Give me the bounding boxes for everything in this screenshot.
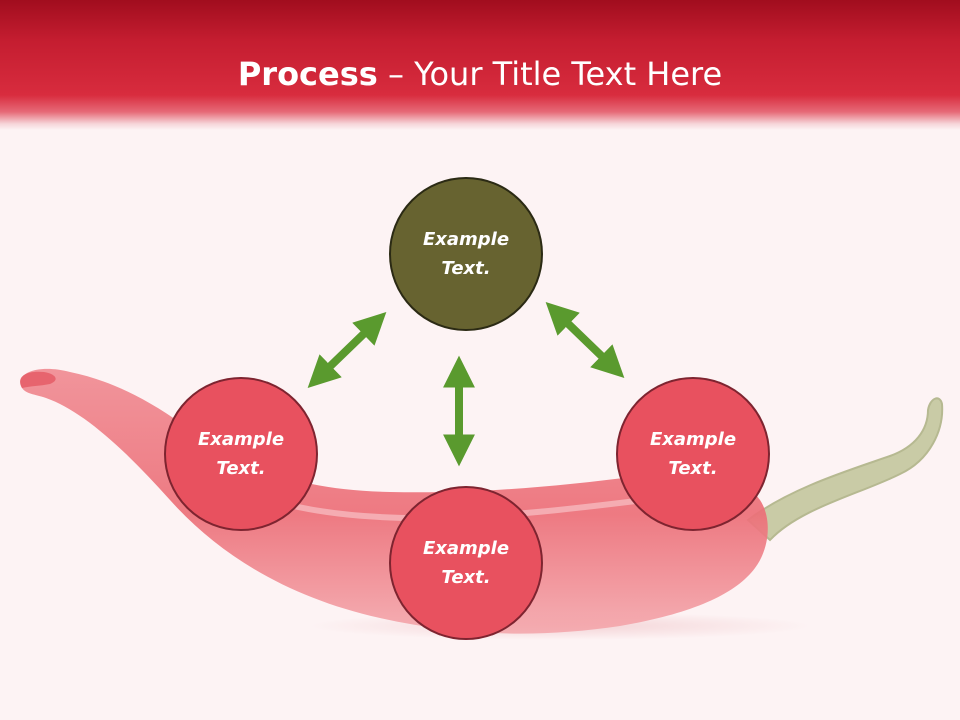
title-rest: – Your Title Text Here bbox=[377, 55, 723, 93]
node-left-label: Example Text. bbox=[197, 429, 285, 479]
node-right-label: Example Text. bbox=[649, 429, 737, 479]
node-bottom[interactable]: Example Text. bbox=[389, 486, 543, 640]
node-right[interactable]: Example Text. bbox=[616, 377, 770, 531]
node-bottom-label: Example Text. bbox=[422, 538, 510, 588]
title-bold-part: Process bbox=[237, 55, 378, 93]
header-band bbox=[0, 0, 960, 130]
slide-title[interactable]: Process – Your Title Text Here bbox=[0, 50, 960, 98]
arrow-top-left bbox=[307, 311, 387, 389]
node-top[interactable]: Example Text. bbox=[389, 177, 543, 331]
node-left[interactable]: Example Text. bbox=[164, 377, 318, 531]
node-top-label: Example Text. bbox=[422, 229, 510, 279]
arrow-top-right bbox=[545, 301, 625, 379]
